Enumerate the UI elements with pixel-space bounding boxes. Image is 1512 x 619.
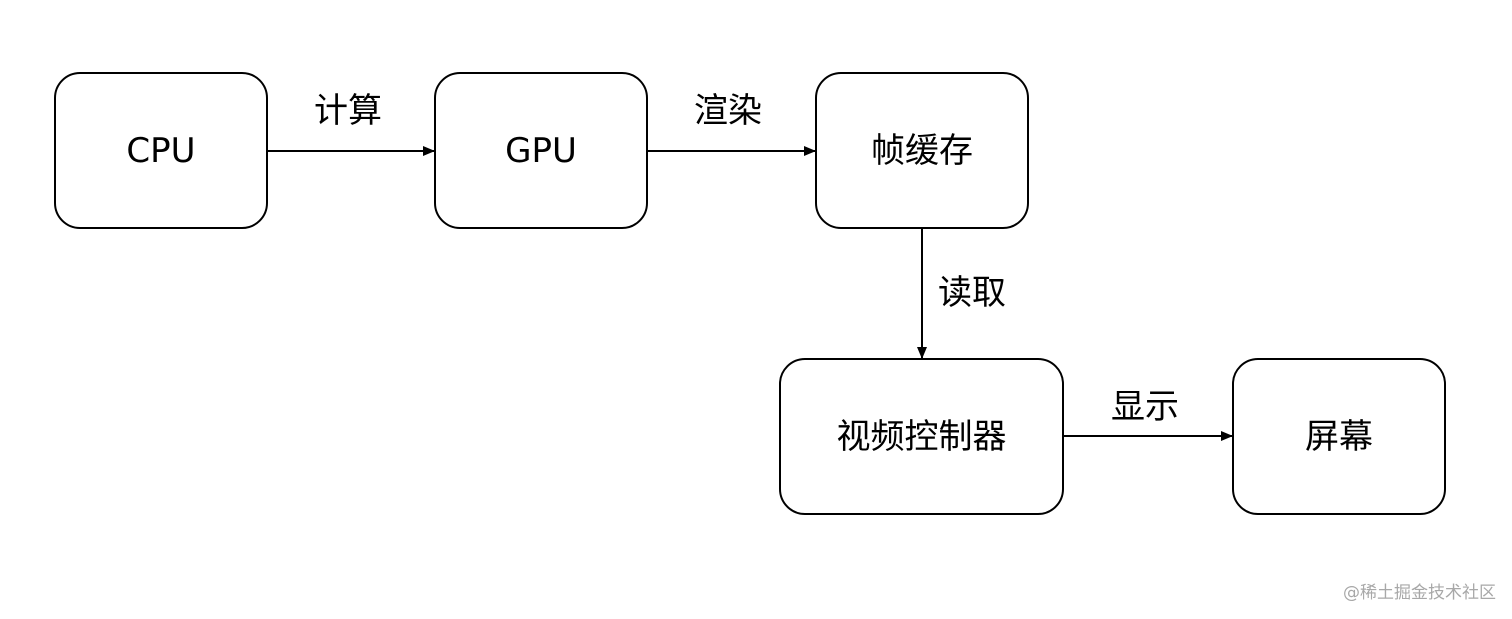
watermark: @稀土掘金技术社区 [1343,583,1496,603]
edge-label-read: 读取 [938,273,1006,313]
node-screen-label: 屏幕 [1305,416,1373,457]
node-video-controller-label: 视频控制器 [836,416,1007,457]
node-screen: 屏幕 [1232,358,1446,515]
node-cpu: CPU [54,72,268,229]
node-gpu: GPU [434,72,648,229]
node-cpu-label: CPU [126,130,196,171]
edge-label-render: 渲染 [694,91,762,131]
node-frame-buffer: 帧缓存 [815,72,1029,229]
edge-label-display: 显示 [1111,387,1179,427]
node-video-controller: 视频控制器 [779,358,1064,515]
node-frame-buffer-label: 帧缓存 [871,130,973,171]
node-gpu-label: GPU [505,130,577,171]
edge-label-compute: 计算 [314,91,382,131]
